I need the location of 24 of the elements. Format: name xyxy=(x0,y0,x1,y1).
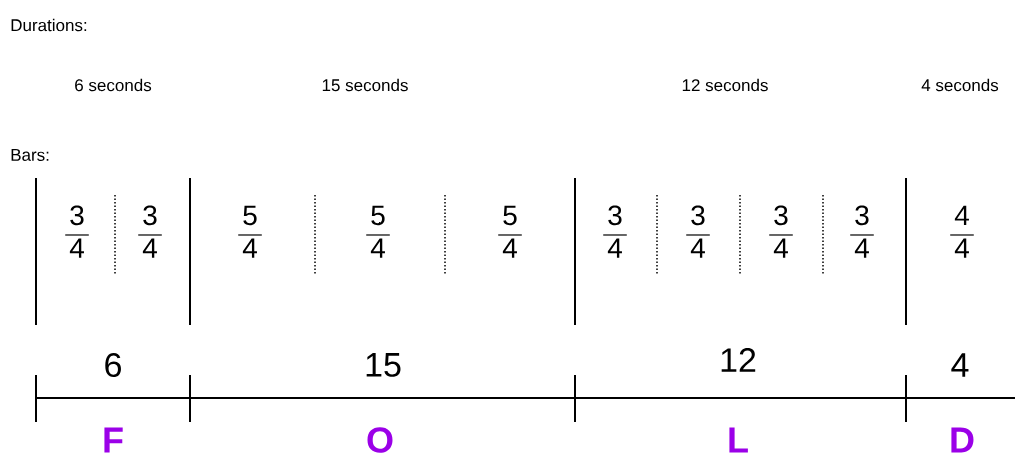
time-signature: 5 4 xyxy=(365,205,391,258)
duration-number: 6 xyxy=(105,352,121,378)
time-signature: 3 4 xyxy=(137,205,163,258)
section-heading: Durations: xyxy=(11,18,87,32)
duration-label: 12 seconds xyxy=(682,78,768,92)
section-letter: D xyxy=(951,427,974,453)
duration-number: 4 xyxy=(951,353,969,377)
duration-number: 15 xyxy=(366,353,401,377)
time-signature: 3 4 xyxy=(602,205,628,258)
duration-label: 15 seconds xyxy=(322,78,408,92)
time-signature: 3 4 xyxy=(685,205,711,258)
time-signature: 3 4 xyxy=(849,205,875,258)
time-signature: 4 4 xyxy=(949,205,975,258)
time-signature: 3 4 xyxy=(64,205,90,258)
section-letter: O xyxy=(367,427,393,453)
time-signature: 3 4 xyxy=(768,205,794,258)
duration-number: 12 xyxy=(721,348,756,372)
duration-label: 6 seconds xyxy=(75,78,152,92)
section-letter: L xyxy=(729,427,748,453)
section-heading: Bars: xyxy=(11,149,49,161)
time-signature: 5 4 xyxy=(497,205,523,258)
section-letter: F xyxy=(104,427,123,453)
duration-label: 4 seconds xyxy=(921,78,999,92)
time-signature: 5 4 xyxy=(237,205,263,258)
